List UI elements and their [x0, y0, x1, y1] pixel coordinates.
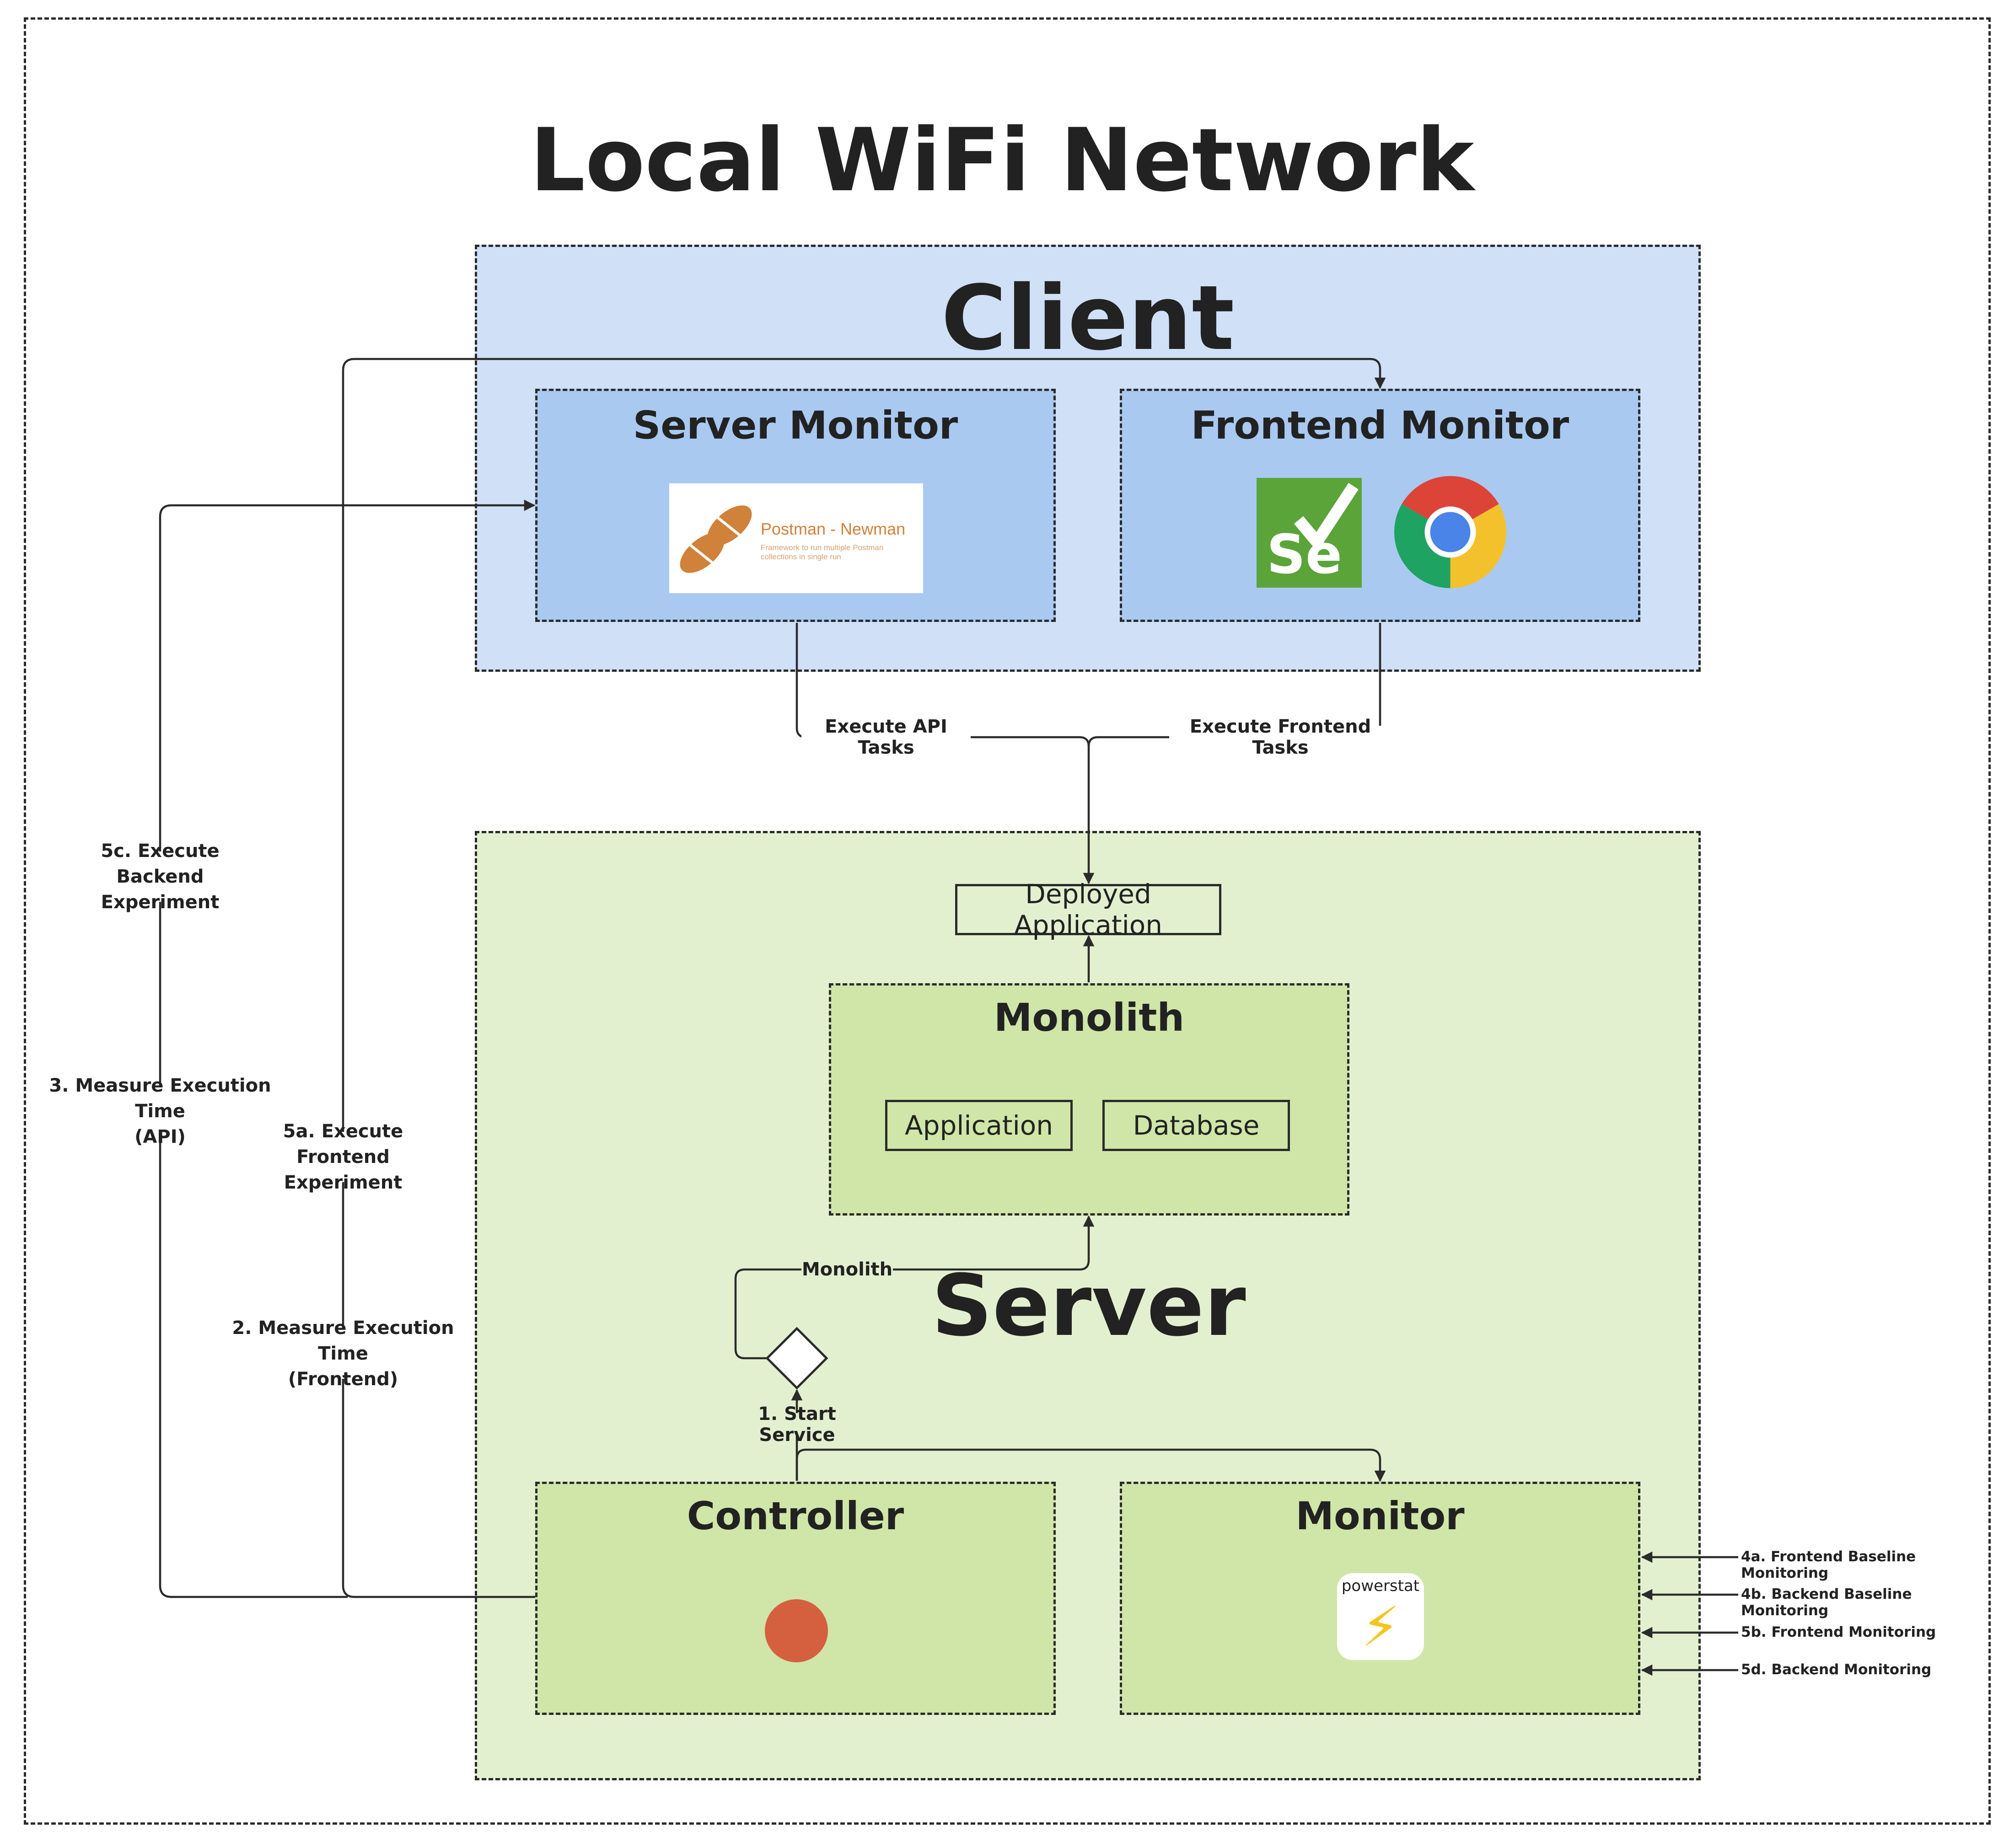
- chrome-icon: [1394, 476, 1507, 588]
- postman-newman-name: Postman - Newman: [761, 520, 905, 538]
- controller-box: [535, 1482, 1056, 1715]
- client-label: Client: [941, 266, 1235, 370]
- database-node: Database: [1102, 1100, 1290, 1151]
- decision-diamond: [765, 1327, 828, 1390]
- monolith-title: Monolith: [994, 995, 1185, 1040]
- label-measure-api: 3. Measure Execution Time (API): [34, 1075, 286, 1147]
- edge-execute-backend-experiment: [159, 499, 536, 1598]
- monitor-title: Monitor: [1295, 1494, 1465, 1538]
- server-monitor-title: Server Monitor: [633, 403, 958, 448]
- label-start-service: 1. Start Service: [718, 1403, 876, 1446]
- label-measure-frontend: 2. Measure Execution Time (Frontend): [215, 1318, 471, 1390]
- lightning-icon: ⚡: [1361, 1595, 1400, 1659]
- label-monitoring-4b: 4b. Backend Baseline Monitoring: [1741, 1586, 1912, 1619]
- label-monitoring-4a: 4a. Frontend Baseline Monitoring: [1741, 1548, 1916, 1581]
- selenium-logo-text: Se: [1267, 523, 1342, 586]
- local-network-frame: [24, 17, 1991, 1825]
- controller-record-icon: [765, 1599, 828, 1662]
- controller-title: Controller: [687, 1494, 904, 1538]
- monolith-box: [829, 983, 1349, 1216]
- label-monitoring-5d: 5d. Backend Monitoring: [1741, 1661, 1932, 1678]
- edge-execute-frontend-experiment: [342, 358, 1386, 1598]
- server-label: Server: [931, 1256, 1246, 1355]
- postman-mark-icon: [680, 505, 752, 573]
- frontend-monitor-box: [1120, 389, 1640, 622]
- selenium-icon: Se: [1257, 478, 1362, 588]
- label-monitoring-5b: 5b. Frontend Monitoring: [1741, 1624, 1936, 1640]
- postman-newman-logo: Postman - Newman Framework to run multip…: [669, 483, 923, 593]
- label-execute-backend-experiment: 5c. Execute Backend Experiment: [57, 841, 263, 913]
- powerstat-tile: [1337, 1573, 1424, 1660]
- frontend-monitor-title: Frontend Monitor: [1191, 403, 1569, 448]
- label-execute-api-tasks: Execute API Tasks: [801, 716, 971, 758]
- label-execute-frontend-tasks: Execute Frontend Tasks: [1169, 716, 1392, 758]
- powerstat-label: powerstat: [1341, 1577, 1420, 1595]
- postman-caption-line-2: collections in single run: [761, 552, 841, 561]
- postman-caption-line-1: Framework to run multiple Postman: [761, 543, 883, 552]
- diagram-title: Local WiFi Network: [530, 109, 1474, 211]
- label-monolith-branch: Monolith: [801, 1258, 893, 1281]
- postman-newman-caption: Framework to run multiple Postman collec…: [761, 543, 886, 561]
- application-node: Application: [885, 1100, 1073, 1151]
- label-execute-frontend-experiment: 5a. Execute Frontend Experiment: [242, 1121, 444, 1193]
- edge-controller-monitor: [795, 1448, 1386, 1482]
- edge-decision-monolith: [734, 1215, 1095, 1360]
